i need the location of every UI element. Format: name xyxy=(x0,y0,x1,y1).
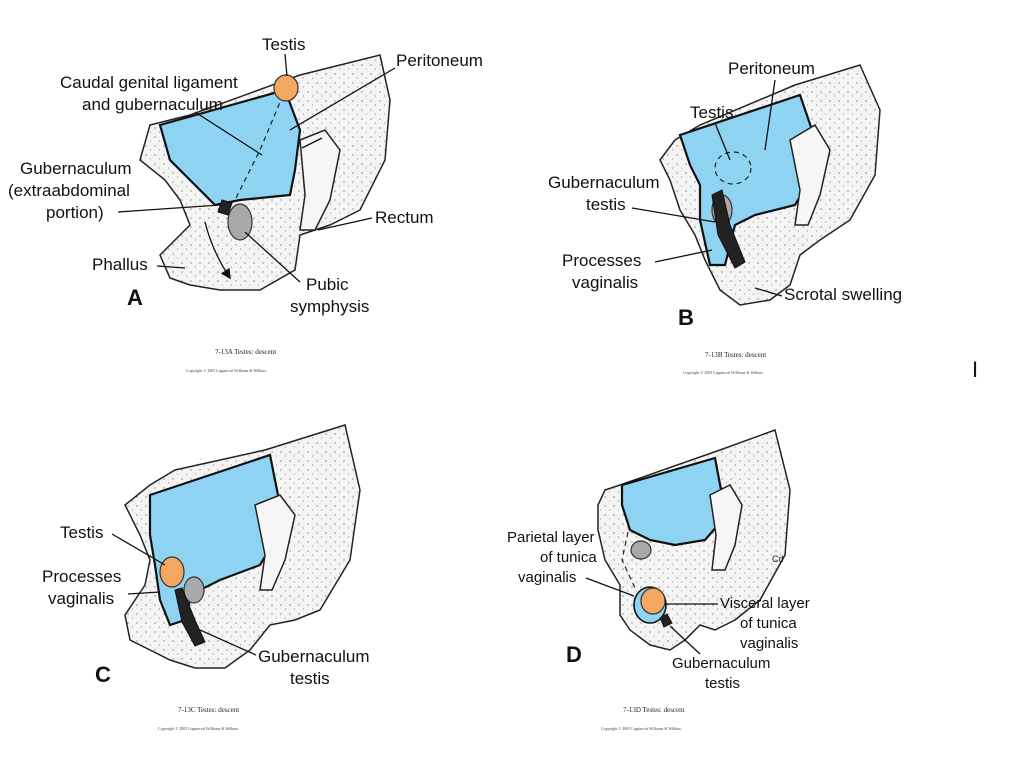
panel-d-visceral-label-3: vaginalis xyxy=(740,635,798,652)
panel-b-labels: Peritoneum Testis Gubernaculum testis Pr… xyxy=(548,59,902,375)
panel-d-gubernaculum-label-1: Gubernaculum xyxy=(672,655,770,672)
panel-a-gubernaculum-label-2: (extraabdominal xyxy=(8,181,130,200)
panel-b-caption: 7-13B Testes: descent xyxy=(705,351,766,359)
panel-c-rectum xyxy=(254,494,296,591)
panel-a-pubic-symphysis xyxy=(227,203,253,241)
panel-a-testis xyxy=(273,74,299,102)
panel-d-visceral-label-1: Visceral layer xyxy=(720,595,810,612)
panel-d xyxy=(597,429,791,651)
panel-c-pubic-symphysis xyxy=(183,576,205,604)
panel-b-copyright: Copyright © 2005 Lippincott Williams & W… xyxy=(683,370,764,375)
panel-b-scrotal-label: Scrotal swelling xyxy=(784,285,902,304)
panel-c-caption: 7-13C Testes: descent xyxy=(178,706,239,714)
panel-a-caudal-label-2: and gubernaculum xyxy=(82,95,223,114)
panel-d-parietal-label-1: Parietal layer xyxy=(507,529,595,546)
panel-d-testis xyxy=(640,587,666,615)
panel-d-parietal-label-3: vaginalis xyxy=(518,569,576,586)
stray-mark: I xyxy=(972,357,978,382)
panel-b-letter: B xyxy=(678,305,694,330)
panel-b-gubernaculum-label-2: testis xyxy=(586,195,626,214)
panel-a-gubernaculum-label-3: portion) xyxy=(46,203,104,222)
panel-a-peritoneum-label: Peritoneum xyxy=(396,51,483,70)
panel-a xyxy=(139,54,391,291)
panel-a-caption: 7-13A Testes: descent xyxy=(215,348,276,356)
panel-d-gubernaculum xyxy=(659,613,673,628)
panel-b-rectum xyxy=(789,123,831,226)
panel-a-pubic-label-2: symphysis xyxy=(290,297,369,316)
panel-d-closed-processus xyxy=(621,531,636,589)
panel-a-peritoneal-cavity xyxy=(158,88,302,207)
panel-a-labels: Testis Peritoneum Caudal genital ligamen… xyxy=(8,35,483,373)
panel-a-pubic-label-1: Pubic xyxy=(306,275,349,294)
panel-a-testis-label: Testis xyxy=(262,35,305,54)
panel-a-caudal-ligament xyxy=(234,94,284,201)
panel-d-labels: Parietal layer of tunica vaginalis Visce… xyxy=(507,529,810,731)
panel-a-letter: A xyxy=(127,285,143,310)
panel-b xyxy=(659,64,881,306)
panel-a-gubernaculum xyxy=(217,199,233,216)
panel-c-gubernaculum-label-2: testis xyxy=(290,669,330,688)
panel-c-gubernaculum-label-1: Gubernaculum xyxy=(258,647,370,666)
panel-a-rectum-label: Rectum xyxy=(375,208,434,227)
panel-d-signature: Cd xyxy=(772,554,784,564)
panel-b-peritoneum-label: Peritoneum xyxy=(728,59,815,78)
panel-c xyxy=(124,424,361,669)
panel-c-processes-label-1: Processes xyxy=(42,567,121,586)
panel-a-phallus-label: Phallus xyxy=(92,255,148,274)
panel-d-pubic-symphysis xyxy=(630,540,652,560)
panel-d-gubernaculum-label-2: testis xyxy=(705,675,740,692)
panel-d-parietal-label-2: of tunica xyxy=(540,549,597,566)
panel-b-processes-label-2: vaginalis xyxy=(572,273,638,292)
panel-a-caudal-label-1: Caudal genital ligament xyxy=(60,73,238,92)
panel-d-letter: D xyxy=(566,642,582,667)
panel-a-rectum xyxy=(299,129,341,231)
panel-b-testis xyxy=(714,151,752,185)
panel-d-caption: 7-13D Testes: descent xyxy=(623,706,685,714)
panel-a-copyright: Copyright © 2005 Lippincott Williams & W… xyxy=(186,368,267,373)
panel-c-processes-label-2: vaginalis xyxy=(48,589,114,608)
panel-b-testis-label: Testis xyxy=(690,103,733,122)
panel-c-gubernaculum xyxy=(174,587,206,647)
panel-c-labels: Testis Processes vaginalis Gubernaculum … xyxy=(42,523,370,731)
panel-c-copyright: Copyright © 2005 Lippincott Williams & W… xyxy=(158,726,239,731)
panel-b-gubernaculum-label-1: Gubernaculum xyxy=(548,173,660,192)
panel-b-processes-label-1: Processes xyxy=(562,251,641,270)
panel-b-gubernaculum xyxy=(711,189,746,269)
panel-d-visceral-label-2: of tunica xyxy=(740,615,797,632)
panel-d-copyright: Copyright © 2005 Lippincott Williams & W… xyxy=(601,726,682,731)
panel-c-testis xyxy=(159,556,185,588)
panel-c-letter: C xyxy=(95,662,111,687)
panel-c-testis-label: Testis xyxy=(60,523,103,542)
panel-d-peritoneal-cavity xyxy=(620,456,724,547)
panel-d-rectum xyxy=(709,484,743,571)
panel-a-gubernaculum-label-1: Gubernaculum xyxy=(20,159,132,178)
